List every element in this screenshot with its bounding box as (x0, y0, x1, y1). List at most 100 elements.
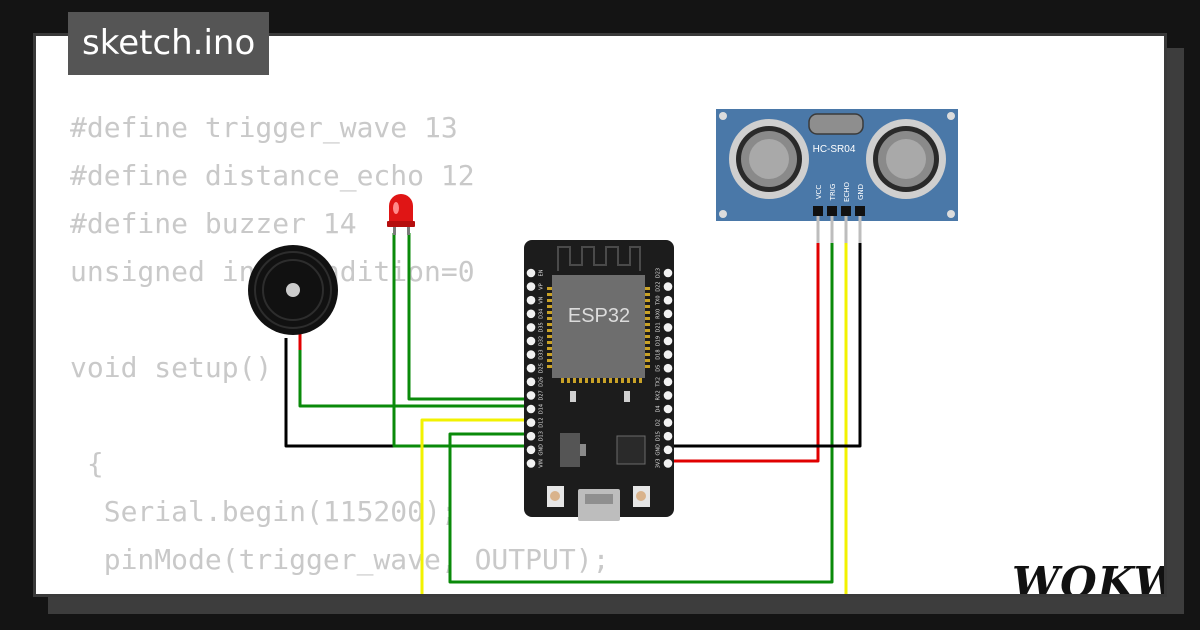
wire-led-anode[interactable] (407, 233, 530, 401)
code-line: pinMode(distance_echo, INPUT); (70, 584, 610, 594)
pin-hole[interactable] (663, 391, 673, 400)
wire-trigger[interactable] (448, 241, 834, 584)
wire-echo-board[interactable] (420, 418, 530, 597)
chip-pad (644, 305, 650, 308)
pin-label: D23 (656, 268, 662, 278)
sensor-pin[interactable] (858, 216, 862, 243)
pin-label: D32 (539, 336, 545, 346)
wire-led-cathode[interactable] (392, 233, 530, 448)
pin-hole[interactable] (526, 404, 536, 414)
chip-pad (547, 347, 553, 350)
wire-ground[interactable] (668, 241, 862, 448)
pin-hole[interactable] (663, 268, 673, 278)
pin-label: D34 (539, 309, 545, 319)
esp32-board[interactable]: ESP32 ENVPVND34D35D32D33D25D26D27D14D12D… (524, 240, 674, 521)
pin-hole[interactable] (663, 377, 673, 387)
sensor-pin[interactable] (830, 216, 834, 243)
pin-hole[interactable] (526, 336, 536, 346)
pin-hole[interactable] (663, 336, 673, 346)
right-pin-header[interactable]: D23D22TX0RX0D21D19D18D5TX2RX2D4D2D15GND3… (656, 268, 673, 468)
sensor-pin-socket (855, 206, 865, 216)
chip-pad (644, 329, 650, 332)
code-line: void setup() (70, 351, 273, 384)
pin-label: VP (539, 283, 545, 289)
usb-port[interactable] (578, 489, 620, 521)
pin-hole[interactable] (663, 363, 673, 373)
chip-pad (644, 311, 650, 314)
pin-label: VN (539, 296, 545, 303)
pin-hole[interactable] (663, 404, 673, 414)
buzzer[interactable] (248, 245, 338, 335)
chip-pad (644, 293, 650, 296)
pin-hole[interactable] (526, 309, 536, 319)
sensor-pin-label: TRIG (829, 184, 837, 202)
chip-pad (603, 377, 606, 383)
pin-hole[interactable] (526, 377, 536, 387)
pin-hole[interactable] (663, 323, 673, 332)
pin-hole[interactable] (663, 445, 673, 455)
sensor-pin[interactable] (844, 216, 848, 243)
chip-pad (627, 377, 630, 383)
chip-pad (547, 329, 553, 332)
chip-pad (547, 299, 553, 302)
usb-port-inner (585, 494, 613, 504)
pin-hole[interactable] (526, 268, 536, 278)
chip-pad (591, 377, 594, 383)
pin-label: D27 (539, 390, 545, 400)
chip-pad (644, 347, 650, 350)
buzzer-ring (254, 251, 332, 329)
reset-button-cap (636, 491, 646, 501)
sensor-pin[interactable] (816, 216, 820, 243)
boot-button-cap (550, 491, 560, 501)
smd-part-2 (624, 391, 630, 402)
pin-hole[interactable] (526, 445, 536, 455)
chip-pad (567, 377, 570, 383)
left-pin-header[interactable]: ENVPVND34D35D32D33D25D26D27D14D12D13GNDV… (526, 268, 545, 468)
chip-pad (644, 365, 650, 368)
pin-label: D18 (656, 349, 662, 359)
pin-label: D5 (656, 365, 662, 372)
pin-label: D12 (539, 417, 545, 427)
pin-label: D19 (656, 336, 662, 346)
boot-button[interactable] (547, 486, 564, 507)
pin-hole[interactable] (526, 391, 536, 400)
pin-label: D4 (656, 405, 662, 412)
pin-hole[interactable] (663, 295, 673, 305)
pin-hole[interactable] (663, 459, 673, 468)
chip-pad (621, 377, 624, 383)
pin-hole[interactable] (526, 350, 536, 359)
chip-pad (573, 377, 576, 383)
pin-label: TX0 (656, 295, 662, 306)
pin-hole[interactable] (526, 418, 536, 427)
pin-hole[interactable] (663, 309, 673, 319)
pin-hole[interactable] (663, 431, 673, 441)
reset-button[interactable] (633, 486, 650, 507)
pin-hole[interactable] (526, 459, 536, 468)
chip-pad (547, 359, 553, 362)
mount-hole-tr (947, 112, 955, 120)
code-line: { (70, 447, 104, 480)
pin-label: RX2 (656, 390, 662, 400)
pin-hole[interactable] (526, 431, 536, 441)
red-led[interactable] (387, 194, 415, 235)
pin-hole[interactable] (526, 363, 536, 373)
pin-hole[interactable] (663, 350, 673, 359)
pin-hole[interactable] (526, 323, 536, 332)
chip-pad (547, 335, 553, 338)
pin-hole[interactable] (663, 282, 673, 291)
circuit-diagram[interactable]: ESP32 ENVPVND34D35D32D33D25D26D27D14D12D… (36, 36, 1167, 597)
pin-label: D13 (539, 431, 545, 441)
esp32-chip (552, 275, 645, 378)
project-card[interactable]: #define trigger_wave 13#define distance_… (33, 33, 1167, 597)
pin-label: RX0 (656, 309, 662, 319)
pin-hole[interactable] (526, 282, 536, 291)
pin-hole[interactable] (526, 295, 536, 305)
pin-hole[interactable] (663, 418, 673, 427)
chip-pad (579, 377, 582, 383)
wire-buzzer-positive[interactable] (298, 348, 530, 408)
usb-chip (616, 435, 646, 465)
file-title-tab[interactable]: sketch.ino (68, 12, 270, 75)
wire-vcc[interactable] (668, 241, 820, 463)
